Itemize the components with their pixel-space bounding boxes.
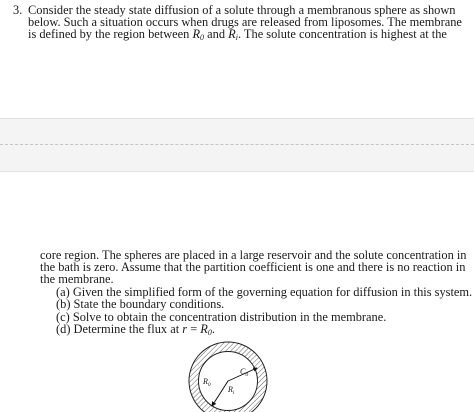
ri-symbol: Ri [228,27,238,42]
intro-line-2: below. Such a situation occurs when drug… [28,15,462,29]
part-c: (c) Solve to obtain the concentration di… [56,310,387,324]
problem-number: 3. [13,3,23,17]
label-r0: R0 [202,377,211,388]
label-c0: C0 [240,367,248,378]
part-a: (a) Given the simplified form of the gov… [56,285,473,299]
part-d-prefix: (d) Determine the flux at [56,322,183,336]
intro-line-1: Consider the steady state diffusion of a… [28,3,456,17]
part-d-variable: r [182,322,188,336]
membrane-sphere-diagram: C0 R0 Ri [188,341,268,412]
part-d-end: . [211,322,215,336]
part-d-r0: R0 [200,322,212,337]
page-break-band [0,118,474,172]
intro-and: and [204,27,229,41]
continued-line-3: the membrane. [40,272,114,286]
continued-line-2: the bath is zero. Assume that the partit… [40,260,466,274]
part-b: (b) State the boundary conditions. [56,297,225,311]
part-d: (d) Determine the flux at r = R0. [56,323,215,339]
ri-radius-arrow [227,367,258,382]
intro-line-3-text-b: . The solute concentration is highest at… [237,27,447,41]
label-ri: Ri [227,385,235,396]
intro-line-3-text-a: is defined by the region between [28,27,193,41]
intro-line-3: is defined by the region between R0 and … [28,28,447,44]
membrane-sphere-figure: C0 R0 Ri [178,334,278,412]
r0-symbol: R0 [192,27,205,42]
page-break-divider [0,144,474,145]
r0-radius-arrow [211,380,229,407]
continued-line-1: core region. The spheres are placed in a… [40,248,467,262]
part-d-equals: = [187,322,201,336]
